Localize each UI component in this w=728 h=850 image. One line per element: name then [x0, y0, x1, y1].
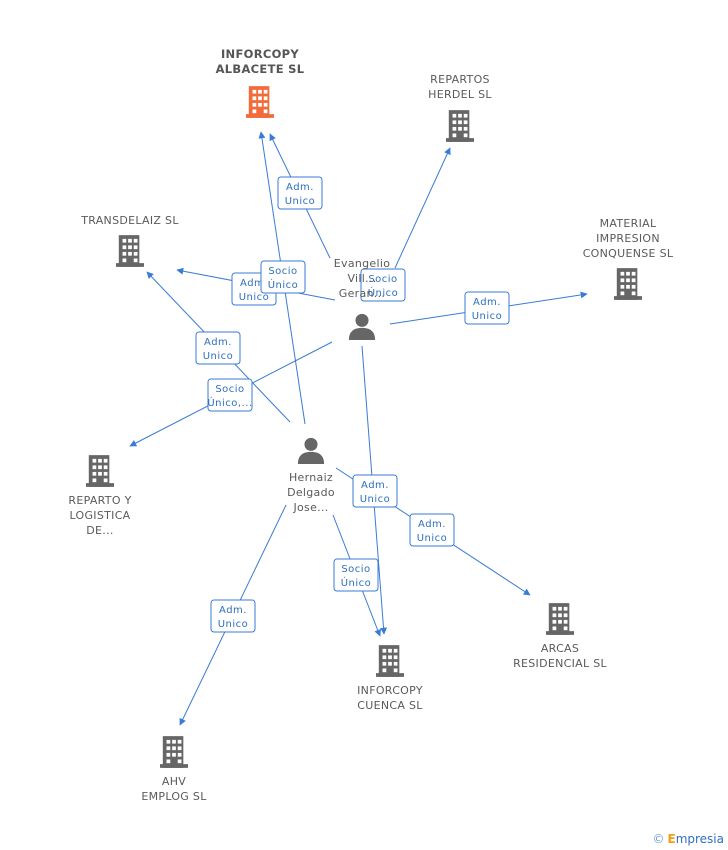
- node-label: EMPLOG SL: [141, 790, 207, 803]
- role-box[interactable]: SocioÚnico,...: [207, 378, 253, 412]
- node-label: Vill...: [347, 272, 376, 285]
- node-material_impresion[interactable]: MATERIAL IMPRESION CONQUENSE SL: [583, 217, 674, 300]
- role-box[interactable]: Adm. Unico: [409, 513, 455, 547]
- person-icon: [297, 437, 325, 464]
- building-icon: [86, 455, 114, 487]
- node-hernaiz[interactable]: HernaizDelgadoJose...: [287, 437, 335, 514]
- role-label: Unico: [285, 196, 316, 207]
- node-label: Evangelio: [334, 257, 390, 270]
- role-box[interactable]: Adm. Unico: [210, 599, 256, 633]
- node-label: Jose...: [292, 501, 328, 514]
- role-label: Adm.: [473, 297, 501, 308]
- node-label: ALBACETE SL: [216, 62, 305, 76]
- node-label: INFORCOPY: [357, 684, 423, 697]
- role-label: Socio: [268, 266, 297, 277]
- building-icon: [160, 736, 188, 768]
- role-label: Adm.: [219, 605, 247, 616]
- building-icon: [246, 86, 274, 118]
- role-label: Socio: [215, 384, 244, 395]
- node-arcas[interactable]: ARCAS RESIDENCIAL SL: [513, 603, 607, 670]
- node-label: HERDEL SL: [428, 88, 492, 101]
- role-box[interactable]: Adm. Unico: [277, 176, 323, 210]
- node-label: DE...: [86, 524, 113, 537]
- role-label: Socio: [341, 564, 370, 575]
- node-label: INFORCOPY: [221, 47, 299, 61]
- building-icon: [376, 645, 404, 677]
- building-icon: [546, 603, 574, 635]
- role-label: Unico: [203, 351, 234, 362]
- footer-brand[interactable]: ©Empresia: [652, 832, 724, 846]
- edges-layer: [129, 131, 588, 726]
- node-label: TRANSDELAIZ SL: [80, 214, 179, 227]
- role-label: Único: [368, 286, 399, 299]
- brand-initial: E: [667, 832, 676, 846]
- node-label: Delgado: [287, 486, 335, 499]
- node-label: CONQUENSE SL: [583, 247, 674, 260]
- role-label: Socio: [368, 274, 397, 285]
- node-label: REPARTOS: [430, 73, 490, 86]
- roles-layer: Adm.UnicoSocioÚnicoAdm.UnicoAdm.UnicoSoc…: [195, 176, 510, 633]
- building-icon: [446, 110, 474, 142]
- role-label: Único,...: [207, 396, 252, 409]
- node-transdelaiz[interactable]: TRANSDELAIZ SL: [80, 214, 179, 267]
- role-box[interactable]: Adm. Unico: [464, 291, 510, 325]
- node-label: Geran...: [339, 287, 385, 300]
- node-inforcopy_cuenca[interactable]: INFORCOPY CUENCA SL: [357, 645, 423, 712]
- role-label: Único: [268, 278, 299, 291]
- role-label: Adm.: [240, 278, 268, 289]
- building-icon: [614, 268, 642, 300]
- role-label: Adm.: [286, 182, 314, 193]
- copyright-icon: ©: [652, 832, 665, 846]
- node-label: RESIDENCIAL SL: [513, 657, 607, 670]
- node-label: Hernaiz: [289, 471, 333, 484]
- node-label: CUENCA SL: [357, 699, 423, 712]
- node-label: LOGISTICA: [69, 509, 130, 522]
- node-repartos_herdel[interactable]: REPARTOS HERDEL SL: [428, 73, 492, 142]
- node-reparto_logistica[interactable]: REPARTO Y LOGISTICA DE...: [68, 455, 131, 537]
- node-label: AHV: [162, 775, 186, 788]
- node-label: IMPRESION: [596, 232, 660, 245]
- role-label: Adm.: [361, 480, 389, 491]
- node-ahv_emplog[interactable]: AHV EMPLOG SL: [141, 736, 207, 803]
- brand-name: mpresia: [675, 832, 724, 846]
- role-label: Unico: [472, 311, 503, 322]
- role-label: Unico: [218, 619, 249, 630]
- building-icon: [116, 235, 144, 267]
- node-label: REPARTO Y: [68, 494, 131, 507]
- node-label: MATERIAL: [600, 217, 657, 230]
- role-box[interactable]: Adm. Unico: [195, 331, 241, 365]
- role-label: Unico: [417, 533, 448, 544]
- node-label: ARCAS: [541, 642, 579, 655]
- role-label: Adm.: [204, 337, 232, 348]
- role-label: Adm.: [418, 519, 446, 530]
- person-icon: [348, 313, 376, 340]
- edge-evangelio-to-repartos_herdel: [394, 147, 451, 269]
- role-box[interactable]: Adm. Unico: [352, 474, 398, 508]
- role-label: Unico: [239, 292, 270, 303]
- role-label: Único: [341, 576, 372, 589]
- role-label: Unico: [360, 494, 391, 505]
